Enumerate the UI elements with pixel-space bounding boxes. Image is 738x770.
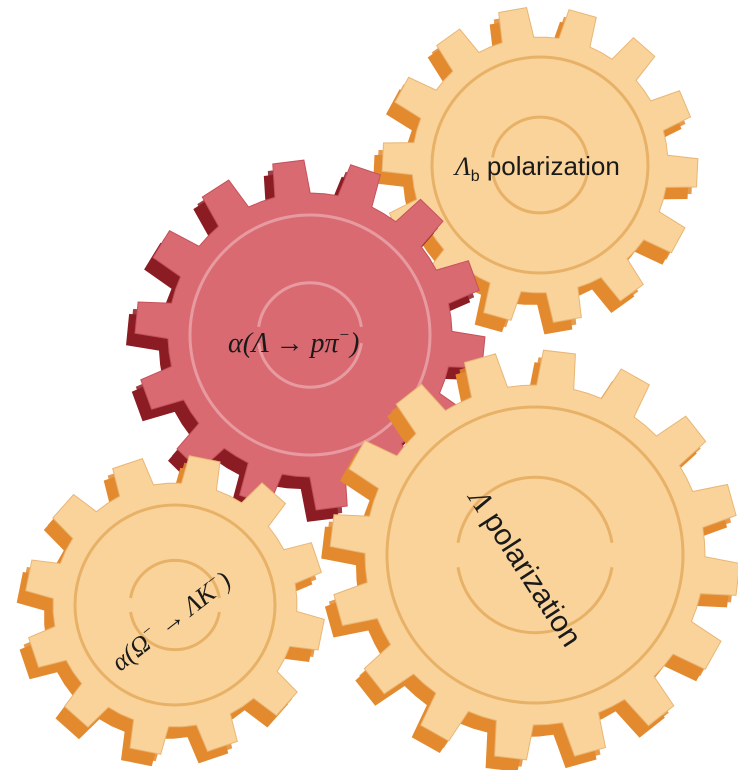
lambda-b-subscript: b bbox=[471, 168, 480, 185]
lambda-b-text: polarization bbox=[480, 151, 620, 181]
lambda-b-symbol: Λ bbox=[452, 152, 471, 181]
